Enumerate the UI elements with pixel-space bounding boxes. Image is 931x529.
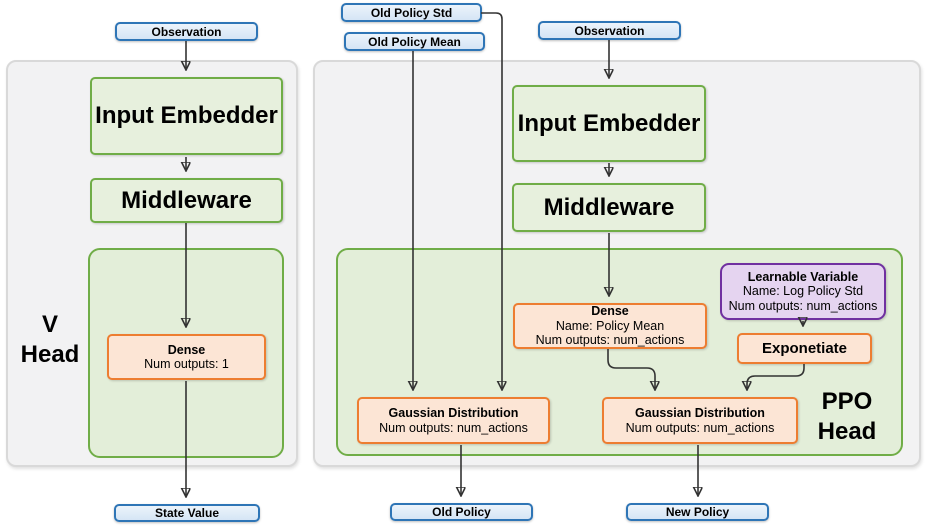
state-value-badge: State Value — [114, 504, 260, 522]
old-policy-badge: Old Policy — [390, 503, 533, 521]
learnable-variable-line1: Name: Log Policy Std — [742, 284, 864, 299]
input-embedder-node-right: Input Embedder — [512, 85, 706, 162]
observation-badge-right-label: Observation — [574, 23, 645, 38]
gaussian-old-line1: Num outputs: num_actions — [379, 420, 528, 435]
gaussian-old-title: Gaussian Distribution — [388, 406, 519, 421]
input-embedder-node-left: Input Embedder — [90, 77, 283, 155]
gaussian-new-title: Gaussian Distribution — [635, 406, 765, 421]
dense-v-line1: Num outputs: 1 — [144, 357, 229, 371]
old-policy-std-badge-label: Old Policy Std — [370, 5, 453, 20]
observation-badge-left-label: Observation — [151, 24, 222, 39]
gaussian-distribution-old-node: Gaussian Distribution Num outputs: num_a… — [357, 397, 550, 444]
observation-badge-left: Observation — [115, 22, 258, 41]
v-head-label-line2: Head — [20, 341, 80, 368]
input-embedder-left-label: Input Embedder — [95, 102, 278, 130]
ppo-head-label-line1: PPO — [821, 388, 873, 415]
exponetiate-node: Exponetiate — [737, 333, 872, 364]
input-embedder-right-label: Input Embedder — [517, 109, 701, 137]
middleware-left-label: Middleware — [121, 186, 252, 214]
state-value-badge-label: State Value — [154, 506, 220, 520]
policy-mean-dense-title: Dense — [591, 304, 629, 319]
observation-badge-right: Observation — [538, 21, 681, 40]
dense-v-title: Dense — [167, 342, 206, 357]
middleware-node-left: Middleware — [90, 178, 283, 223]
learnable-variable-node: Learnable Variable Name: Log Policy Std … — [720, 263, 886, 320]
new-policy-badge: New Policy — [626, 503, 769, 521]
v-head-label: V Head — [14, 310, 86, 370]
old-policy-mean-badge-label: Old Policy Mean — [368, 34, 461, 49]
exponetiate-label: Exponetiate — [761, 339, 848, 357]
old-policy-mean-badge: Old Policy Mean — [344, 32, 485, 51]
ppo-head-label-line2: Head — [817, 418, 877, 445]
policy-mean-dense-line1: Name: Policy Mean — [555, 318, 665, 333]
v-head-label-line1: V — [41, 311, 58, 338]
gaussian-new-line1: Num outputs: num_actions — [625, 420, 775, 435]
new-policy-badge-label: New Policy — [665, 505, 730, 519]
dense-node-v: Dense Num outputs: 1 — [107, 334, 266, 380]
learnable-variable-title: Learnable Variable — [747, 269, 859, 284]
policy-mean-dense-node: Dense Name: Policy Mean Num outputs: num… — [513, 303, 707, 349]
middleware-right-label: Middleware — [543, 193, 675, 221]
old-policy-badge-label: Old Policy — [432, 505, 491, 519]
policy-mean-dense-line2: Num outputs: num_actions — [535, 333, 685, 348]
ppo-head-label: PPO Head — [798, 387, 896, 447]
old-policy-std-badge: Old Policy Std — [341, 3, 482, 22]
learnable-variable-line2: Num outputs: num_actions — [728, 298, 878, 313]
middleware-node-right: Middleware — [512, 183, 706, 232]
gaussian-distribution-new-node: Gaussian Distribution Num outputs: num_a… — [602, 397, 798, 444]
